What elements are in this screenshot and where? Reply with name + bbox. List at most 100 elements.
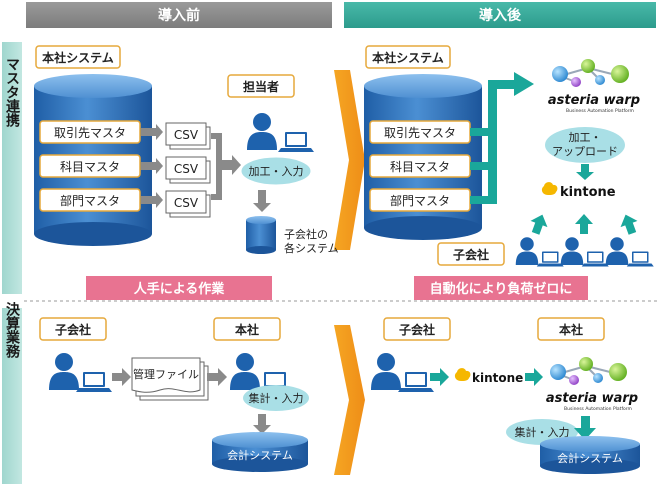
svg-text:自動化により負荷ゼロに: 自動化により負荷ゼロに [430, 281, 573, 297]
gray-arrow-to-file [112, 368, 131, 386]
big-arrow-master [334, 70, 365, 250]
process-bubble-before: 加工・入力 [240, 156, 312, 186]
master-item-before-2: 部門マスタ [39, 188, 141, 212]
subsidiary-laptop-1 [581, 251, 609, 267]
svg-text:加工・: 加工・ [569, 131, 602, 144]
master-item-before-0: 取引先マスタ [39, 120, 141, 144]
svg-text:取引先マスタ: 取引先マスタ [384, 126, 456, 140]
gray-merge-arrow [211, 133, 241, 200]
subsidiary-system-line1: 子会社の [284, 227, 328, 241]
svg-text:担当者: 担当者 [243, 79, 279, 94]
subsidiary-laptop-2 [626, 251, 654, 267]
subsidiary-person-0 [515, 237, 539, 265]
svg-text:科目マスタ: 科目マスタ [60, 160, 120, 174]
laptop-settle-sub-before [76, 372, 112, 392]
process-bubble-after: 加工・ アップロード [545, 127, 625, 163]
header-before-tab: 導入前 [26, 2, 332, 28]
svg-text:部門マスタ: 部門マスタ [390, 193, 450, 208]
kintone-logo-settle: kintone [454, 368, 523, 385]
header-after-tab: 導入後 [344, 2, 656, 28]
teal-up-arrows [530, 214, 638, 235]
laptop-icon [278, 132, 314, 152]
subsidiary-person-1 [560, 237, 584, 265]
person-label: 担当者 [227, 74, 295, 98]
person-settle-hq-before [230, 353, 260, 390]
svg-text:本社: 本社 [235, 322, 259, 337]
master-item-before-1: 科目マスタ [39, 154, 141, 178]
svg-text:CSV: CSV [174, 128, 199, 142]
banner-manual: 人手による作業 [86, 276, 272, 300]
asteria-logo-settle: asteria warp Business Automation Platfor… [546, 357, 638, 412]
subsidiary-person-2 [605, 237, 629, 265]
accounting-db-after: 会計システム [540, 436, 640, 474]
master-item-after-2: 部門マスタ [369, 188, 471, 212]
gray-arrow-to-hq-settle [207, 368, 227, 386]
svg-text:CSV: CSV [174, 162, 199, 176]
master-item-after-0: 取引先マスタ [369, 120, 471, 144]
row-tab-settlement: 決算業務 [2, 301, 22, 484]
csv-doc-2: CSV [165, 190, 211, 218]
svg-text:asteria warp: asteria warp [548, 93, 640, 108]
person-settle-sub-after [371, 353, 401, 390]
subsidiary-laptop-0 [536, 251, 564, 267]
svg-text:部門マスタ: 部門マスタ [60, 193, 120, 208]
svg-text:CSV: CSV [174, 196, 199, 210]
svg-text:取引先マスタ: 取引先マスタ [54, 126, 126, 140]
person-settle-sub-before [49, 353, 79, 390]
hq-label-settle-after: 本社 [537, 317, 605, 341]
svg-text:kintone: kintone [560, 185, 616, 200]
csv-doc-0: CSV [165, 122, 211, 150]
svg-text:本社システム: 本社システム [42, 50, 114, 65]
kintone-logo-master: kintone [541, 182, 616, 200]
laptop-settle-sub-after [398, 372, 434, 392]
svg-text:asteria warp: asteria warp [546, 391, 638, 406]
subsidiary-system-line2: 各システム [284, 241, 339, 255]
row-label-master: マスタ連携 [4, 57, 20, 128]
asteria-logo-master: asteria warp Business Automation Platfor… [548, 59, 640, 114]
svg-text:本社システム: 本社システム [372, 50, 444, 65]
csv-doc-1: CSV [165, 156, 211, 184]
svg-text:集計・入力: 集計・入力 [249, 391, 304, 405]
teal-arrow-to-asteria [525, 368, 543, 386]
svg-text:加工・入力: 加工・入力 [249, 165, 304, 178]
teal-merge-arrow [470, 72, 534, 204]
svg-text:アップロード: アップロード [552, 145, 618, 158]
down-arrow-before [253, 190, 271, 212]
svg-text:会計システム: 会計システム [557, 451, 623, 465]
hq-system-label-before: 本社システム [35, 45, 121, 69]
svg-text:子会社: 子会社 [55, 322, 91, 337]
person-icon [247, 113, 277, 150]
svg-text:人手による作業: 人手による作業 [134, 281, 226, 297]
svg-text:集計・入力: 集計・入力 [515, 425, 570, 439]
svg-text:子会社: 子会社 [399, 322, 435, 337]
row-tab-master: マスタ連携 [2, 42, 22, 294]
teal-down-arrow-settle [574, 416, 596, 440]
svg-text:会計システム: 会計システム [227, 448, 293, 462]
banner-auto: 自動化により負荷ゼロに [414, 276, 588, 300]
accounting-db-before: 会計システム [212, 432, 308, 472]
management-file-doc: 管理ファイル [131, 357, 209, 401]
svg-text:子会社: 子会社 [453, 247, 489, 262]
svg-text:科目マスタ: 科目マスタ [390, 160, 450, 174]
header-before-label: 導入前 [158, 7, 200, 24]
hq-system-label-after: 本社システム [365, 45, 451, 69]
header-after-label: 導入後 [479, 7, 522, 24]
teal-arrow-to-kintone [430, 368, 449, 386]
gray-down-arrow-settle [253, 414, 271, 434]
hq-label-settle-before: 本社 [213, 317, 281, 341]
subsidiary-label-settle-before: 子会社 [39, 317, 107, 341]
row-label-settlement: 決算業務 [4, 301, 21, 359]
subsidiary-db-before [246, 216, 276, 254]
master-item-after-1: 科目マスタ [369, 154, 471, 178]
svg-text:Business Automation Platform: Business Automation Platform [566, 108, 634, 114]
subsidiary-label-master: 子会社 [437, 242, 505, 266]
big-arrow-settlement [334, 325, 365, 475]
svg-text:kintone: kintone [472, 371, 523, 385]
gray-arrows-to-csv [141, 124, 163, 208]
svg-text:本社: 本社 [559, 322, 583, 337]
process-bubble-settle-before: 集計・入力 [243, 385, 309, 411]
subsidiary-label-settle-after: 子会社 [383, 317, 451, 341]
svg-text:管理ファイル: 管理ファイル [133, 367, 199, 381]
